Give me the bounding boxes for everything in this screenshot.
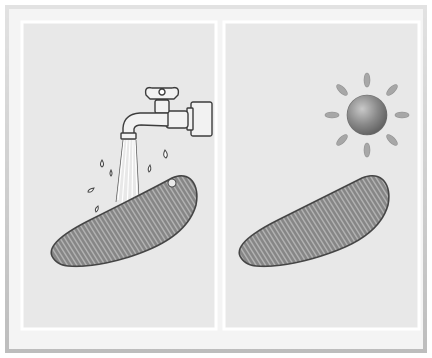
- sun-icon: [325, 73, 409, 157]
- panel-washing: [22, 22, 216, 329]
- sun-core: [347, 95, 387, 135]
- panel-drying: [224, 22, 419, 329]
- panel-drying-background: [224, 22, 419, 329]
